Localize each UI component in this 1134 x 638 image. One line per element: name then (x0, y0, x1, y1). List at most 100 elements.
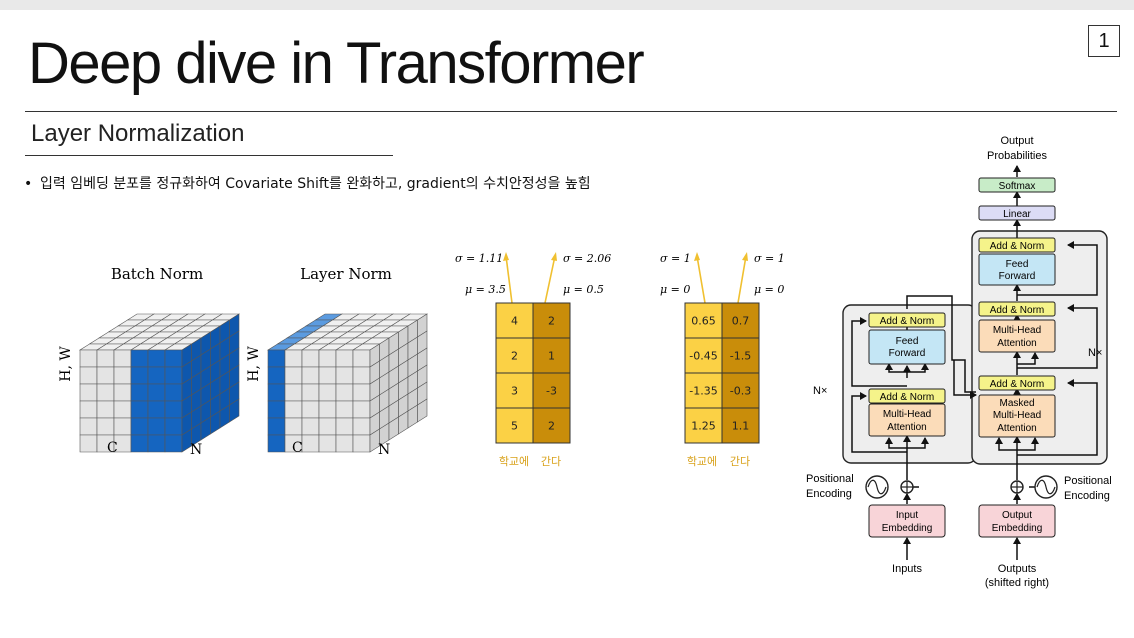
arrow-before-right (544, 255, 556, 304)
decoder-masked-mha-label-1: Multi-Head (993, 410, 1041, 421)
before-cell (532, 372, 571, 409)
decoder-add-norm-1 (978, 375, 1056, 391)
example-before: σ = 1.11 μ = 3.5 σ = 2.06 μ = 0.5 423521… (455, 252, 611, 468)
encoder-feed-forward (868, 329, 946, 365)
encoder-to-decoder-arrow (906, 295, 976, 393)
layer-side-cell (417, 398, 428, 423)
encoder-mha-label-1: Multi-Head (883, 409, 931, 420)
after-cell-value: -0.45 (689, 350, 717, 363)
layer-norm-label: Layer Norm (300, 265, 392, 283)
arrow-head-icon (694, 252, 700, 261)
section-divider (25, 155, 393, 156)
batch-side-cell (229, 398, 240, 423)
after-cell-value: 0.7 (732, 315, 750, 328)
layer-axis-n: N (378, 442, 390, 458)
output-embedding-label-2: Embedding (992, 523, 1043, 534)
batch-axis-n: N (190, 442, 202, 458)
mu-after-right: μ = 0 (754, 283, 784, 296)
encoder-add-norm-2-label: Add & Norm (880, 316, 934, 327)
linear-layer (978, 205, 1056, 221)
linear-label: Linear (1003, 209, 1031, 220)
mu-after-left: μ = 0 (660, 283, 690, 296)
encoder-ff-label-1: Feed (896, 336, 919, 347)
encoder-residual-2 (851, 317, 907, 387)
before-cell-value: 2 (548, 315, 555, 328)
decoder-nx-label: N× (1088, 347, 1102, 359)
decoder-add-norm-3-label: Add & Norm (990, 241, 1044, 252)
before-cell-value: 2 (548, 420, 555, 433)
decoder-mha-label-2: Attention (997, 338, 1036, 349)
after-cell (721, 302, 760, 339)
decoder-feed-forward (978, 253, 1056, 286)
before-cell (532, 302, 571, 339)
after-cell (684, 372, 723, 409)
before-cell-value: 1 (548, 350, 555, 363)
encoder-add-norm-1 (868, 388, 946, 404)
bullet-text: 입력 임베딩 분포를 정규화하여 Covariate Shift를 완화하고, … (40, 176, 591, 192)
decoder-residual-1 (1017, 379, 1098, 456)
slide-title: Deep dive in Transformer (28, 31, 645, 96)
bullet-item: •입력 임베딩 분포를 정규화하여 Covariate Shift를 완화하고,… (24, 174, 591, 194)
after-cell-value: 1.25 (691, 420, 716, 433)
output-embedding (978, 504, 1056, 538)
after-cell-value: -0.3 (730, 385, 751, 398)
sigma-after-left: σ = 1 (660, 252, 691, 265)
batch-axis-hw: H, W (58, 346, 74, 382)
after-cell (721, 407, 760, 444)
arrow-before-left (505, 255, 513, 304)
decoder-add-norm-2 (978, 301, 1056, 317)
layer-axis-hw: H, W (246, 346, 262, 382)
after-cell (684, 337, 723, 374)
after-cell-value: -1.5 (730, 350, 751, 363)
decoder-pos-enc-label-1: Positional (1064, 475, 1112, 487)
decoder-masked-label: Masked (999, 398, 1034, 409)
encoder-nx-label: N× (813, 385, 827, 397)
mu-before-left: μ = 3.5 (465, 283, 506, 296)
arrow-head-icon (503, 252, 509, 261)
decoder-ff-label-2: Forward (999, 271, 1036, 282)
before-cell-value: 2 (511, 350, 518, 363)
encoder-ff-label-2: Forward (889, 348, 926, 359)
decoder-ff-label-1: Feed (1006, 259, 1029, 270)
encoder-add-norm-2 (868, 312, 946, 328)
outputs-label-2: (shifted right) (985, 577, 1049, 589)
decoder-pos-enc-label-2: Encoding (1064, 490, 1110, 502)
mu-before-right: μ = 0.5 (563, 283, 604, 296)
input-embedding-label-2: Embedding (882, 523, 933, 534)
batch-axis-c: C (107, 440, 118, 456)
word-after-1: 학교에 (687, 455, 717, 468)
sigma-before-left: σ = 1.11 (455, 252, 503, 265)
after-cell (684, 407, 723, 444)
encoder-mha-label-2: Attention (887, 422, 926, 433)
arrow-head-icon (742, 252, 748, 261)
arrow-after-right (737, 255, 747, 304)
output-probs-label-1: Output (1000, 135, 1033, 147)
section-title: Layer Normalization (31, 120, 245, 147)
input-embedding (868, 504, 946, 538)
output-probs-label-2: Probabilities (987, 150, 1047, 162)
encoder-add-norm-1-label: Add & Norm (880, 392, 934, 403)
output-embedding-label-1: Output (1002, 510, 1032, 521)
inputs-label: Inputs (892, 563, 922, 575)
before-cell-value: 4 (511, 315, 518, 328)
decoder-add-norm-1-label: Add & Norm (990, 379, 1044, 390)
decoder-mha-label-1: Multi-Head (993, 325, 1041, 336)
after-cell-value: -1.35 (689, 385, 717, 398)
top-bar (0, 0, 1134, 10)
before-cell-value: -3 (546, 385, 557, 398)
decoder-add-norm-2-label: Add & Norm (990, 305, 1044, 316)
encoder-pos-enc-label-1: Positional (806, 473, 854, 485)
decoder-residual-3 (1017, 241, 1098, 296)
encoder-pos-enc-label-2: Encoding (806, 488, 852, 500)
before-cell (495, 337, 534, 374)
decoder-add-norm-3 (978, 237, 1056, 253)
encoder-block (842, 304, 977, 464)
decoder-multi-head-attention (978, 319, 1056, 353)
word-before-2: 간다 (541, 455, 561, 468)
encoder-multi-head-attention (868, 403, 946, 437)
page-number: 1 (1088, 25, 1120, 57)
decoder-masked-mha-label-2: Attention (997, 423, 1036, 434)
decoder-masked-attention (978, 394, 1056, 438)
